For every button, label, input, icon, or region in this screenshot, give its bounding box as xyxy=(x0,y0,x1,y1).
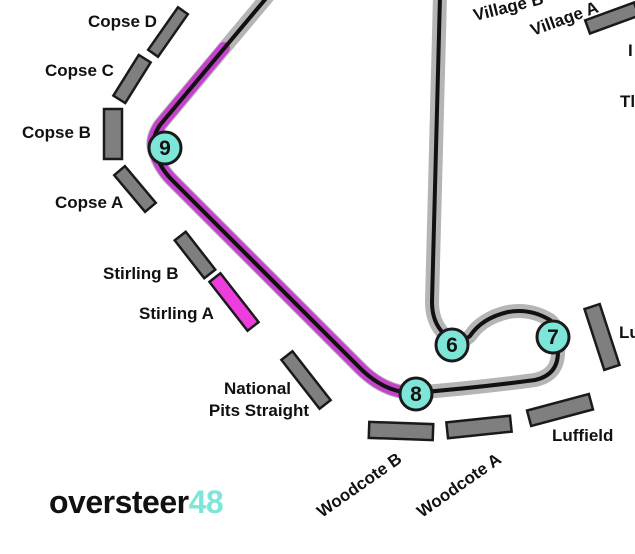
label-edge-partial-2: Tl xyxy=(620,92,635,111)
stand-luffield[interactable] xyxy=(525,392,595,428)
stand-woodcote-b[interactable] xyxy=(367,420,435,442)
label-stirling-a: Stirling A xyxy=(139,304,214,323)
stand-stirling-a[interactable] xyxy=(207,271,261,333)
label-pits-straight: Pits Straight xyxy=(209,401,309,420)
turn-marker-7[interactable]: 7 xyxy=(535,319,571,355)
stand-national-pits-straight[interactable] xyxy=(279,349,333,411)
stand-luffield-partial[interactable] xyxy=(582,302,622,372)
svg-text:6: 6 xyxy=(446,334,458,357)
label-luffield-partial: Lu xyxy=(619,323,635,342)
oversteer48-logo: oversteer48 xyxy=(49,484,224,521)
label-woodcote-a: Woodcote A xyxy=(413,449,504,521)
label-national: National xyxy=(224,379,291,398)
label-edge-partial-1: I xyxy=(628,41,633,60)
turn-marker-6[interactable]: 6 xyxy=(434,327,470,363)
label-copse-d: Copse D xyxy=(88,12,157,31)
svg-text:7: 7 xyxy=(547,326,559,349)
label-copse-c: Copse C xyxy=(45,61,114,80)
stand-copse-b[interactable] xyxy=(102,107,124,161)
track-line xyxy=(151,0,561,395)
logo-text-accent: 48 xyxy=(188,484,224,520)
stand-woodcote-a[interactable] xyxy=(444,414,514,440)
label-copse-a: Copse A xyxy=(55,193,123,212)
highlighted-route xyxy=(147,42,418,399)
stand-copse-c[interactable] xyxy=(111,53,153,105)
stand-stirling-b[interactable] xyxy=(172,230,218,280)
turn-marker-9[interactable]: 9 xyxy=(147,130,183,166)
label-luffield: Luffield xyxy=(552,426,613,445)
label-stirling-b: Stirling B xyxy=(103,264,179,283)
svg-text:8: 8 xyxy=(410,383,422,406)
svg-text:9: 9 xyxy=(159,137,171,160)
stand-village-a[interactable] xyxy=(583,0,635,36)
label-woodcote-b: Woodcote B xyxy=(313,449,405,521)
stand-copse-a[interactable] xyxy=(112,164,158,214)
label-copse-b: Copse B xyxy=(22,123,91,142)
stand-copse-d[interactable] xyxy=(146,5,190,59)
logo-text-main: oversteer xyxy=(49,484,189,520)
turn-marker-8[interactable]: 8 xyxy=(398,376,434,412)
